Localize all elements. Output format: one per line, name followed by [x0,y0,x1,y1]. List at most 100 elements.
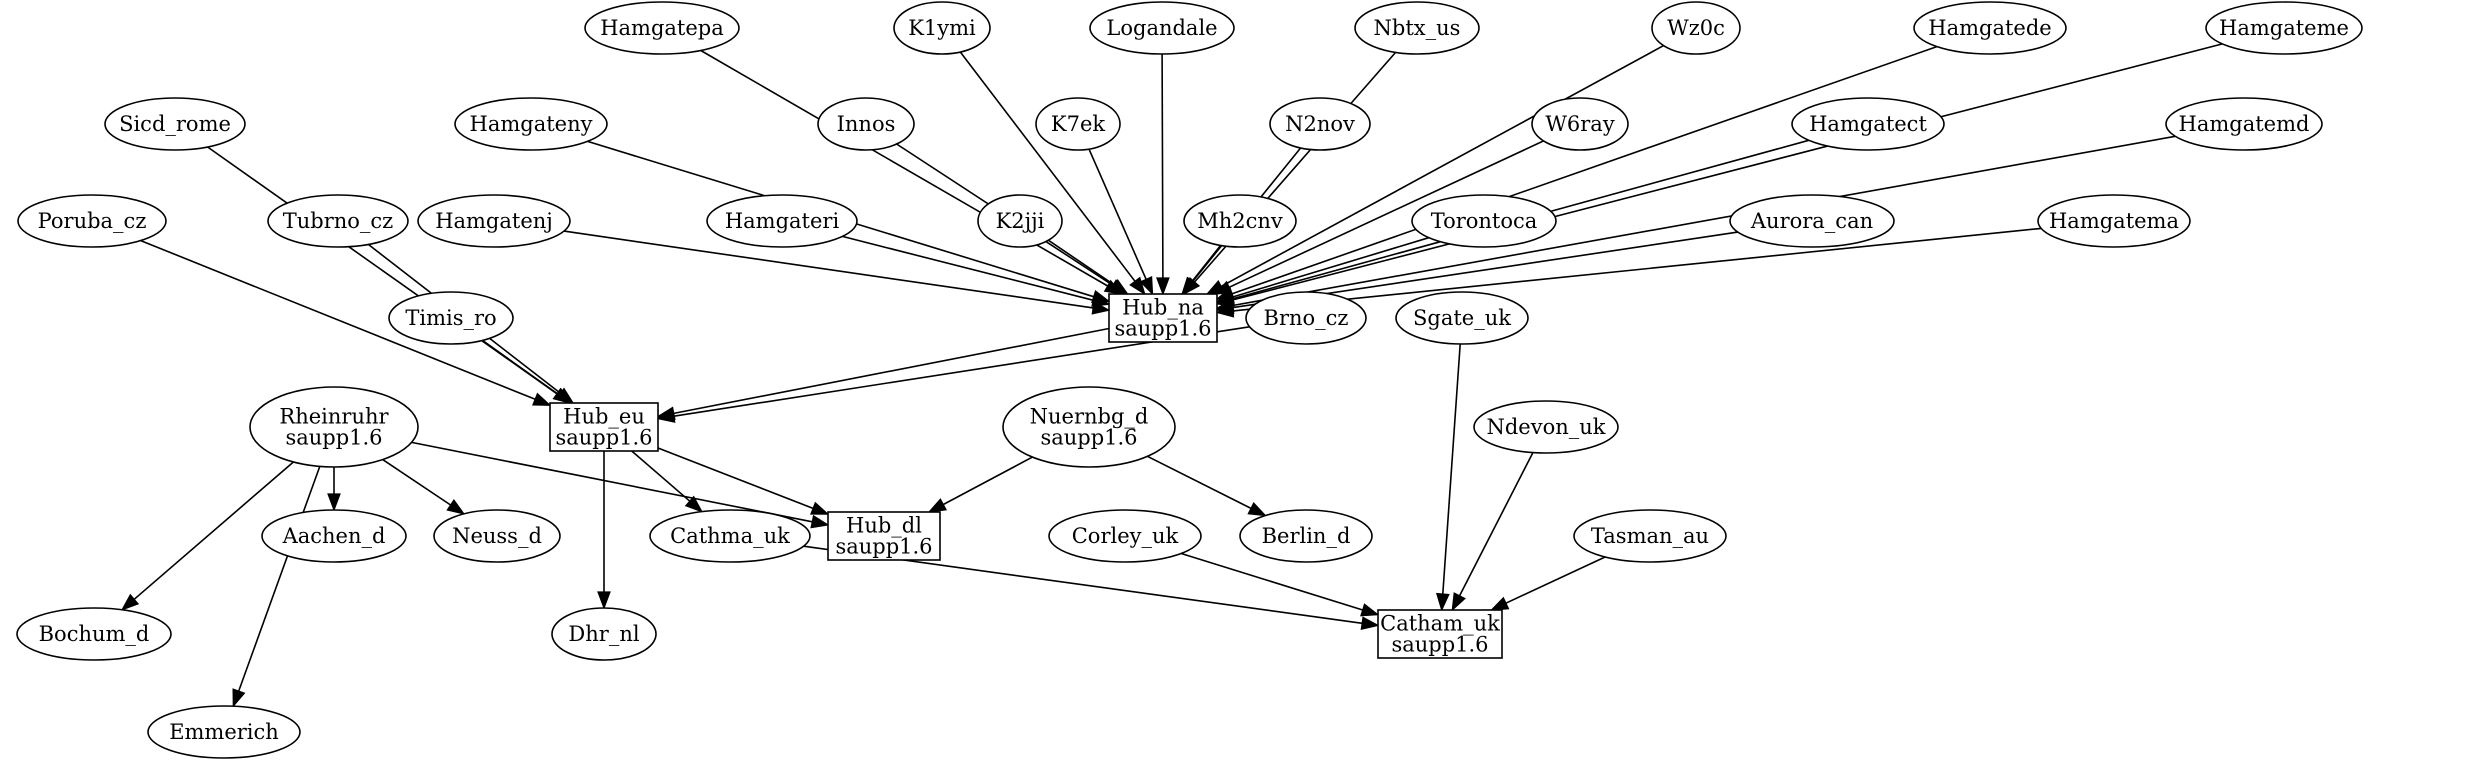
node-shape [584,1,740,55]
arrowhead [1247,501,1267,517]
edge-line [700,49,1109,287]
node-innos: Innos [817,97,915,151]
node-nbtx_us: Nbtx_us [1354,1,1480,55]
edge-line [482,339,558,395]
node-label: Hamgatepa [600,16,724,40]
node-label: Tubrno_cz [283,209,394,233]
node-dhr_nl: Dhr_nl [551,607,657,661]
node-label: Aachen_d [282,524,386,548]
arrowhead [684,495,704,513]
node-label: Hamgateny [470,112,593,136]
node-emmerich: Emmerich [147,705,301,759]
node-shape [1089,1,1235,55]
node-logandale: Logandale [1089,1,1235,55]
node-shape [893,1,991,55]
node-shape [1048,509,1202,563]
edge-line [1458,452,1534,597]
node-label: Hub_dl [846,514,922,538]
arrowhead [810,514,830,529]
arrowhead [1181,276,1198,296]
node-shape [1573,509,1727,563]
node-shape [2165,97,2323,151]
edge-wz0c-to-hub_na [1205,44,1664,295]
edge-line [1191,244,1222,282]
node-label: Catham_uk [1380,612,1500,636]
node-poruba_cz: Poruba_cz [17,194,167,248]
edge-line [1180,552,1363,611]
edge-hamgatema-to-hub_na [1215,227,2042,318]
edge-k1ymi-to-hub_na [959,51,1146,296]
node-shape [1183,194,1297,248]
node-label: Hamgatenj [435,209,553,233]
node-label: Sicd_rome [119,112,231,136]
edge-line [1232,227,2042,312]
edge-nuernbg_d-to-berlin_d [1147,455,1267,517]
edge-rheinruhr-to-neuss_d [382,458,466,515]
node-cathma_uk: Cathma_uk [649,509,811,563]
node-label: Emmerich [169,720,279,744]
node-label: Bochum_d [39,622,150,646]
node-w6ray: W6ray [1531,97,1629,151]
edge-line [1220,44,1664,288]
node-label: saupp1.6 [835,535,932,559]
node-hamgatepa: Hamgatepa [584,1,740,55]
node-shape [17,194,167,248]
node-label: K7ek [1051,112,1105,136]
node-label: Torontoca [1431,209,1538,233]
node-shape [1245,291,1367,345]
arrowhead [1215,303,1235,318]
arrowhead [1360,603,1380,617]
edge-line [657,447,814,510]
node-label: K1ymi [908,16,976,40]
edge-logandale-to-hub_na [1156,53,1170,296]
edge-rheinruhr-to-emmerich [232,466,321,708]
arrowhead [327,493,341,512]
arrowhead [1213,280,1233,295]
edge-hub_eu-to-dhr_nl [597,451,611,610]
node-k7ek: K7ek [1035,97,1121,151]
edge-line [959,51,1136,282]
node-shape [549,402,659,452]
node-neuss_d: Neuss_d [433,509,561,563]
node-shape [2205,1,2363,55]
edge-hub_eu-to-cathma_uk [631,450,704,513]
node-label: Neuss_d [452,524,542,548]
node-brno_cz: Brno_cz [1245,291,1367,345]
arrowhead [1360,616,1380,630]
node-label: Hamgatema [2049,209,2179,233]
node-berlin_d: Berlin_d [1239,509,1373,563]
node-label: saupp1.6 [1114,317,1211,341]
node-label: saupp1.6 [1040,426,1137,450]
node-label: Rheinruhr [279,405,389,429]
node-label: Innos [837,112,896,136]
node-shape [433,509,561,563]
node-shape [1473,400,1619,454]
node-sicd_rome: Sicd_rome [104,97,246,151]
edge-nuernbg_d-to-hub_dl [927,456,1033,513]
arrowhead [810,501,830,515]
edge-poruba_cz-to-hub_eu [140,239,552,406]
node-shape [1791,97,1945,151]
edge-line [1442,343,1461,595]
node-shape [1035,97,1121,151]
node-shape [1108,293,1218,343]
edge-line [1161,53,1164,279]
edge-line [1147,455,1252,510]
node-label: N2nov [1285,112,1355,136]
edge-hamgateri-to-hub_na [842,235,1111,307]
node-shape [16,607,172,661]
node-shape [1377,609,1503,659]
arrowhead [1435,592,1450,612]
node-corley_uk: Corley_uk [1048,509,1202,563]
arrowhead [1215,290,1235,304]
arrowhead [1156,277,1170,296]
node-label: Poruba_cz [38,209,147,233]
edge-sgate_uk-to-catham_uk [1435,343,1461,612]
edge-line [1228,140,1544,289]
